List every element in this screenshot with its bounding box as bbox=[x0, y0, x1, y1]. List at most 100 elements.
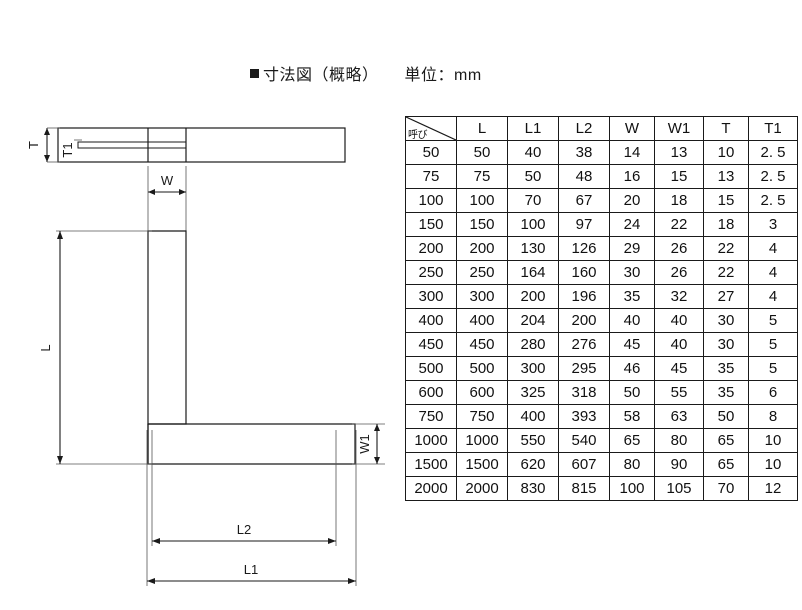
dim-label-W1: W1 bbox=[357, 434, 372, 454]
cell-L1: 280 bbox=[507, 332, 559, 357]
cell-T: 50 bbox=[703, 404, 749, 429]
cell-size: 75 bbox=[405, 164, 457, 189]
cell-size: 750 bbox=[405, 404, 457, 429]
dim-label-L: L bbox=[38, 344, 53, 351]
column-header-L2: L2 bbox=[558, 116, 610, 141]
cell-W1: 63 bbox=[654, 404, 704, 429]
cell-W1: 55 bbox=[654, 380, 704, 405]
cell-T: 65 bbox=[703, 428, 749, 453]
cell-L1: 400 bbox=[507, 404, 559, 429]
cell-W: 16 bbox=[609, 164, 655, 189]
dim-arrow-L-top bbox=[57, 231, 63, 239]
cell-L1: 100 bbox=[507, 212, 559, 237]
cell-T: 10 bbox=[703, 140, 749, 165]
diagram-unit-text: 単位：mm bbox=[404, 67, 482, 84]
cell-L2: 126 bbox=[558, 236, 610, 261]
dim-arrow-T-top bbox=[44, 128, 50, 135]
cell-size: 2000 bbox=[405, 476, 457, 501]
cell-W1: 13 bbox=[654, 140, 704, 165]
cell-T1: 4 bbox=[748, 236, 798, 261]
cell-L: 2000 bbox=[456, 476, 508, 501]
cell-T: 35 bbox=[703, 380, 749, 405]
cell-W: 20 bbox=[609, 188, 655, 213]
square-horizontal-stock bbox=[147, 423, 356, 465]
cell-L2: 318 bbox=[558, 380, 610, 405]
cell-L2: 97 bbox=[558, 212, 610, 237]
cell-W1: 40 bbox=[654, 308, 704, 333]
cell-L: 600 bbox=[456, 380, 508, 405]
cell-L1: 325 bbox=[507, 380, 559, 405]
diagram-title: 寸法図（概略） 単位：mm bbox=[250, 61, 482, 85]
cell-L: 400 bbox=[456, 308, 508, 333]
cell-W1: 15 bbox=[654, 164, 704, 189]
cell-size: 250 bbox=[405, 260, 457, 285]
column-header-T: T bbox=[703, 116, 749, 141]
cell-size: 500 bbox=[405, 356, 457, 381]
cell-size: 600 bbox=[405, 380, 457, 405]
cell-W: 80 bbox=[609, 452, 655, 477]
cell-T1: 8 bbox=[748, 404, 798, 429]
cell-size: 100 bbox=[405, 188, 457, 213]
square-vertical-blade bbox=[147, 230, 187, 425]
cell-size: 400 bbox=[405, 308, 457, 333]
dim-arrow-W1-bottom bbox=[374, 457, 380, 464]
cell-L: 100 bbox=[456, 188, 508, 213]
cell-W: 30 bbox=[609, 260, 655, 285]
cell-L2: 48 bbox=[558, 164, 610, 189]
cell-T: 70 bbox=[703, 476, 749, 501]
table-corner-cell: 呼び bbox=[405, 116, 457, 141]
cell-L: 1000 bbox=[456, 428, 508, 453]
cell-L1: 830 bbox=[507, 476, 559, 501]
cell-W1: 90 bbox=[654, 452, 704, 477]
cell-W1: 22 bbox=[654, 212, 704, 237]
cell-L1: 200 bbox=[507, 284, 559, 309]
cell-L1: 164 bbox=[507, 260, 559, 285]
cell-T: 65 bbox=[703, 452, 749, 477]
diagram-title-text: 寸法図（概略） bbox=[263, 67, 379, 84]
cell-W1: 26 bbox=[654, 260, 704, 285]
cell-L: 75 bbox=[456, 164, 508, 189]
cell-W: 40 bbox=[609, 308, 655, 333]
cell-L: 300 bbox=[456, 284, 508, 309]
cell-L1: 50 bbox=[507, 164, 559, 189]
dim-label-L1: L1 bbox=[244, 562, 258, 577]
cell-size: 450 bbox=[405, 332, 457, 357]
cell-T1: 2. 5 bbox=[748, 140, 798, 165]
cell-L2: 607 bbox=[558, 452, 610, 477]
cell-W: 50 bbox=[609, 380, 655, 405]
cell-L2: 38 bbox=[558, 140, 610, 165]
cell-W: 65 bbox=[609, 428, 655, 453]
cell-L1: 40 bbox=[507, 140, 559, 165]
dim-arrow-L1-right bbox=[348, 578, 356, 584]
cell-W: 35 bbox=[609, 284, 655, 309]
side-view-bar bbox=[57, 127, 346, 163]
cell-L: 450 bbox=[456, 332, 508, 357]
cell-L2: 295 bbox=[558, 356, 610, 381]
dim-arrow-L2-right bbox=[328, 538, 336, 544]
dim-label-T: T bbox=[26, 141, 41, 149]
dim-arrow-L2-left bbox=[152, 538, 160, 544]
column-header-L: L bbox=[456, 116, 508, 141]
cell-L2: 200 bbox=[558, 308, 610, 333]
cell-T: 13 bbox=[703, 164, 749, 189]
cell-size: 1500 bbox=[405, 452, 457, 477]
cell-T1: 4 bbox=[748, 284, 798, 309]
cell-L: 150 bbox=[456, 212, 508, 237]
cell-L: 250 bbox=[456, 260, 508, 285]
cell-T1: 5 bbox=[748, 332, 798, 357]
cell-L2: 815 bbox=[558, 476, 610, 501]
dim-arrow-W1-top bbox=[374, 424, 380, 431]
side-view-thin-slot bbox=[77, 141, 187, 149]
cell-W1: 32 bbox=[654, 284, 704, 309]
cell-L2: 67 bbox=[558, 188, 610, 213]
cell-W1: 45 bbox=[654, 356, 704, 381]
